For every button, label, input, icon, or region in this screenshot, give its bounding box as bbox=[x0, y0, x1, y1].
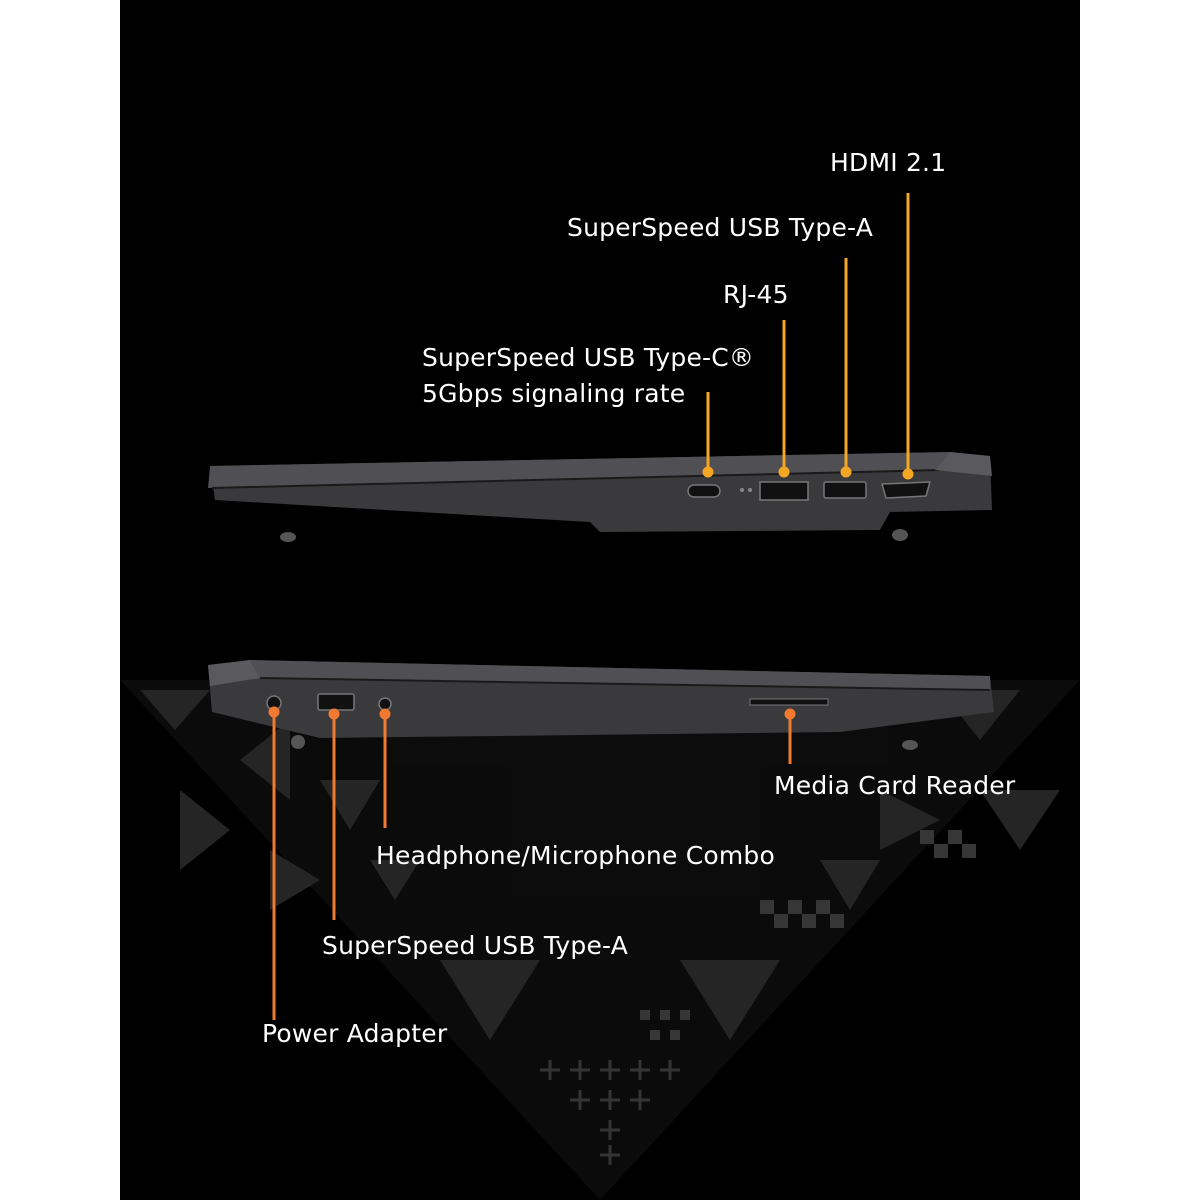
usb-c-port bbox=[687, 484, 721, 498]
laptop-ports-illustration bbox=[120, 193, 1080, 1200]
audio-jack-port bbox=[378, 697, 392, 711]
label-usb-c-line2: 5Gbps signaling rate bbox=[422, 379, 686, 408]
laptop-right-side bbox=[208, 193, 992, 542]
hdmi-port bbox=[881, 481, 932, 499]
label-usb-a-left: SuperSpeed USB Type-A bbox=[322, 931, 629, 960]
label-usb-c-line1: SuperSpeed USB Type-C® bbox=[422, 343, 755, 372]
decorative-pattern bbox=[120, 680, 1080, 1200]
laptop-left-side bbox=[208, 660, 994, 1020]
label-headphone-combo: Headphone/Microphone Combo bbox=[376, 841, 775, 870]
usb-a-port-left bbox=[317, 693, 355, 711]
product-image-panel: HDMI 2.1 SuperSpeed USB Type-A RJ-45 Sup… bbox=[120, 0, 1080, 1200]
label-hdmi: HDMI 2.1 bbox=[830, 148, 947, 177]
label-rj45: RJ-45 bbox=[723, 280, 789, 309]
label-usb-a-right: SuperSpeed USB Type-A bbox=[567, 213, 874, 242]
label-power-adapter: Power Adapter bbox=[262, 1019, 448, 1048]
usb-a-port-right bbox=[823, 481, 867, 499]
rj45-port bbox=[759, 481, 809, 501]
label-media-card-reader: Media Card Reader bbox=[774, 771, 1016, 800]
card-reader-slot bbox=[749, 698, 829, 706]
